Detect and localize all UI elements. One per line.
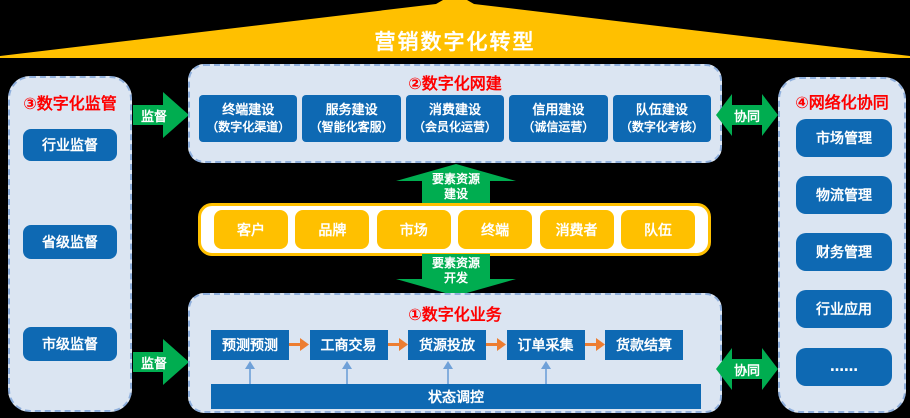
- right-arrow-icon: [133, 339, 189, 385]
- net-box-line1: 服务建设: [325, 102, 378, 118]
- province-supervision-box: 省级监督: [23, 225, 117, 259]
- feedback-up-arrow-icon: [245, 361, 255, 385]
- resource-construction-label-line1: 要素资源: [431, 172, 480, 186]
- forecast-box: 预测预测: [211, 329, 289, 360]
- brand-box: 品牌: [295, 210, 370, 249]
- flow-arrow-icon: [486, 338, 507, 351]
- net-box-line1: 消费建设: [429, 102, 482, 118]
- market-box: 市场: [376, 210, 451, 249]
- consumption-construction-box: 消费建设 （会员化运营）: [405, 95, 505, 142]
- supervise-arrow-bottom: 监督: [133, 339, 189, 385]
- feedback-up-arrow-icon: [541, 361, 551, 385]
- net-box-line1: 终端建设: [222, 102, 275, 118]
- supervise-arrow-top-label: 监督: [140, 109, 167, 125]
- net-box-line2: （诚信运营）: [522, 119, 595, 134]
- network-boxes-row: 终端建设 （数字化渠道） 服务建设 （智能化客服） 消费建设 （会员化运营） 信…: [199, 95, 712, 142]
- top-panel-title: ②数字化网建: [408, 74, 502, 93]
- resource-construction-label-line2: 建设: [443, 187, 468, 201]
- payment-settlement-box: 货款结算: [605, 329, 683, 360]
- feedback-up-arrow-icon: [342, 361, 352, 385]
- flow-arrow-icon: [289, 338, 310, 351]
- collaborate-arrow-top: 协同: [716, 92, 778, 138]
- industry-application-box: 行业应用: [796, 290, 892, 328]
- collaborate-arrow-top-label: 协同: [733, 109, 760, 125]
- city-supervision-box: 市级监督: [23, 327, 117, 361]
- flow-gap: [584, 338, 606, 351]
- supervise-arrow-bottom-label: 监督: [140, 356, 167, 372]
- market-management-box: 市场管理: [796, 119, 892, 157]
- terminal-box: 终端: [458, 210, 533, 249]
- flow-gap: [387, 338, 409, 351]
- terminal-construction-box: 终端建设 （数字化渠道）: [199, 95, 298, 142]
- down-arrow-icon: [396, 254, 516, 296]
- status-control-bar: 状态调控: [211, 384, 701, 409]
- banner-title: 营销数字化转型: [374, 30, 536, 54]
- resource-development-arrow: 要素资源 开发: [396, 254, 516, 296]
- right-panel-title: ④网络化协同: [795, 93, 889, 112]
- customer-box: 客户: [214, 210, 288, 249]
- net-box-line2: （智能化客服）: [309, 119, 394, 134]
- network-collaboration-panel: ④网络化协同 市场管理 物流管理 财务管理 行业应用 ……: [778, 77, 906, 413]
- service-construction-box: 服务建设 （智能化客服）: [302, 95, 401, 142]
- resource-development-label-line1: 要素资源: [431, 256, 480, 270]
- logistics-management-box: 物流管理: [796, 176, 892, 214]
- collaborate-arrow-bottom: 协同: [716, 346, 778, 392]
- resource-construction-arrow: 要素资源 建设: [396, 164, 516, 205]
- credit-construction-box: 信用建设 （诚信运营）: [509, 95, 608, 142]
- double-arrow-icon: [716, 94, 778, 136]
- banner-roof-shape: [0, 0, 910, 58]
- bottom-panel-title: ①数字化业务: [408, 305, 502, 324]
- left-panel-title: ③数字化监管: [23, 94, 117, 113]
- more-ellipsis-box: ……: [796, 348, 892, 386]
- flow-gap: [486, 338, 507, 351]
- net-box-line1: 队伍建设: [635, 102, 688, 118]
- team-box: 队伍: [620, 210, 695, 249]
- industry-supervision-box: 行业监督: [23, 129, 117, 161]
- team-construction-box: 队伍建设 （数字化考核）: [612, 95, 712, 142]
- digital-network-panel: ②数字化网建 终端建设 （数字化渠道） 服务建设 （智能化客服） 消费建设 （会…: [188, 64, 722, 163]
- collaborate-arrow-bottom-label: 协同: [733, 363, 760, 379]
- finance-management-box: 财务管理: [796, 233, 892, 271]
- up-arrow-icon: [396, 164, 516, 205]
- order-collection-box: 订单采集: [506, 329, 585, 360]
- resource-development-label-line2: 开发: [443, 271, 468, 285]
- net-box-line2: （数字化考核）: [619, 119, 704, 134]
- consumer-box: 消费者: [539, 210, 614, 249]
- net-box-line2: （会员化运营）: [413, 119, 498, 134]
- digital-supervision-panel: ③数字化监管 行业监督 省级监督 市级监督: [8, 76, 132, 412]
- flow-arrow-icon: [584, 338, 605, 351]
- supervise-arrow-top: 监督: [133, 92, 189, 138]
- feedback-up-arrow-icon: [443, 361, 453, 385]
- goods-placement-box: 货源投放: [408, 329, 486, 360]
- industry-commerce-trade-box: 工商交易: [309, 329, 388, 360]
- net-box-line2: （数字化渠道）: [206, 119, 291, 134]
- right-arrow-icon: [133, 92, 189, 138]
- double-arrow-icon: [716, 348, 778, 390]
- net-box-line1: 信用建设: [532, 102, 585, 118]
- business-flow-row: 预测预测 工商交易 货源投放 订单采集: [211, 329, 683, 360]
- flow-gap: [289, 338, 310, 351]
- flow-arrow-icon: [387, 338, 408, 351]
- resource-elements-bar: 客户 品牌 市场 终端 消费者 队伍: [198, 203, 711, 256]
- digital-business-panel: ①数字化业务 预测预测 工商交易 货源投放: [188, 293, 722, 413]
